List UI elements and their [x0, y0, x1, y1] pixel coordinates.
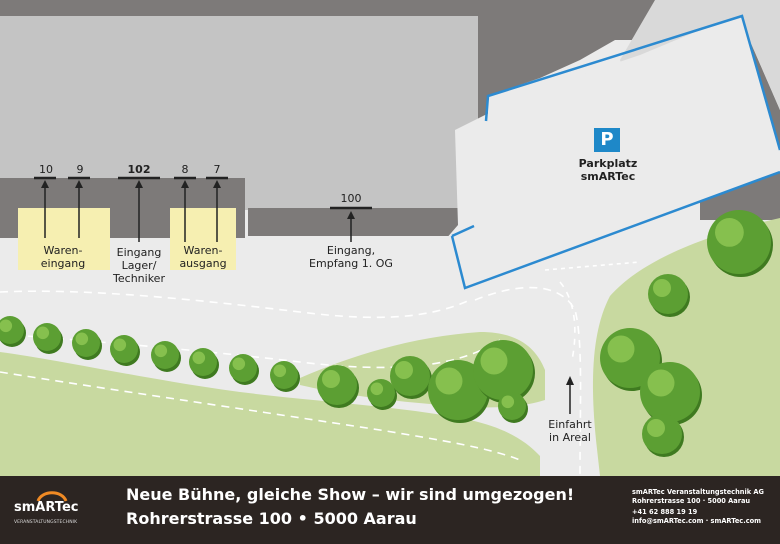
- company-phone: +41 62 888 19 19: [632, 508, 698, 517]
- tree-icon: [33, 323, 63, 354]
- door-marker-7: [206, 176, 228, 242]
- parking-outline-lower: [450, 170, 780, 290]
- door-marker-10: [34, 176, 56, 238]
- logo-arc-icon: [36, 491, 68, 502]
- company-name: smARTec Veranstaltungstechnik AG: [632, 488, 764, 496]
- door-marker-8: [174, 176, 196, 242]
- tree-icon: [428, 360, 490, 423]
- tree-icon: [270, 361, 300, 392]
- parking-label: Parkplatz smARTec: [578, 157, 638, 183]
- tree-icon: [707, 210, 773, 277]
- tree-icon: [642, 414, 684, 457]
- door-label-9: 9: [76, 163, 84, 176]
- label-wareneingang: Waren- eingang: [40, 244, 86, 270]
- tree-icon: [473, 340, 535, 403]
- label-eingang-lager: Eingang Lager/ Techniker: [113, 246, 165, 285]
- door-label-10: 10: [39, 163, 53, 176]
- tree-icon: [110, 335, 140, 366]
- label-eingang-empfang: Eingang, Empfang 1. OG: [309, 244, 393, 270]
- company-address: Rohrerstrasse 100 · 5000 Aarau: [632, 496, 751, 505]
- parking-outline-edge: [451, 224, 475, 238]
- lawn-right: [592, 218, 780, 476]
- einfahrt-arrow: [566, 376, 574, 414]
- logo-wordmark: smARTec: [14, 500, 79, 515]
- headline: Neue Bühne, gleiche Show – wir sind umge…: [126, 485, 575, 504]
- tree-icon: [640, 362, 702, 425]
- road-line-upper: [0, 290, 471, 319]
- parking-area: [445, 16, 780, 288]
- tree-icon: [72, 329, 102, 360]
- logo-subtitle: VERANSTALTUNGSTECHNIK: [14, 520, 78, 525]
- building-main: [0, 16, 498, 210]
- door-label-100: 100: [340, 192, 362, 205]
- tree-icon: [189, 348, 219, 379]
- door-label-8: 8: [181, 163, 189, 176]
- door-label-7: 7: [213, 163, 221, 176]
- door-marker-100: [330, 206, 372, 242]
- tree-icon: [390, 356, 432, 399]
- building-lower-band: [0, 178, 245, 208]
- company-contact: info@smARTec.com · smARTec.com: [632, 516, 762, 525]
- tree-icon: [151, 341, 181, 372]
- building-entrance-band: [248, 208, 474, 236]
- door-marker-9: [68, 176, 90, 238]
- parking-outline: [484, 14, 780, 151]
- tree-icon: [367, 379, 397, 410]
- tree-icon: [317, 365, 359, 408]
- door-marker-102: [118, 176, 160, 242]
- tree-icon: [229, 354, 259, 385]
- zone-warenausgang: [170, 208, 236, 270]
- contact-block: smARTec Veranstaltungstechnik AG Rohrers…: [632, 488, 764, 525]
- tree-icon: [0, 316, 26, 347]
- footer-bar: smARTec VERANSTALTUNGSTECHNIK Neue Bühne…: [0, 476, 780, 544]
- smartec-logo: smARTec VERANSTALTUNGSTECHNIK: [14, 486, 94, 536]
- tree-icon: [648, 274, 690, 317]
- site-map: [0, 0, 780, 476]
- road-line-entry: [474, 286, 582, 476]
- label-einfahrt: Einfahrt in Areal: [548, 418, 592, 444]
- trees: [0, 210, 773, 457]
- tree-icon: [498, 392, 528, 423]
- address-line: Rohrerstrasse 100 • 5000 Aarau: [126, 509, 417, 528]
- label-warenausgang: Waren- ausgang: [179, 244, 227, 270]
- zone-wareneingang: [18, 208, 110, 270]
- road-line-bottom: [0, 371, 521, 461]
- road-line-entry-2: [559, 281, 576, 361]
- door-label-102: 102: [127, 163, 151, 176]
- parking-icon: P: [594, 128, 620, 152]
